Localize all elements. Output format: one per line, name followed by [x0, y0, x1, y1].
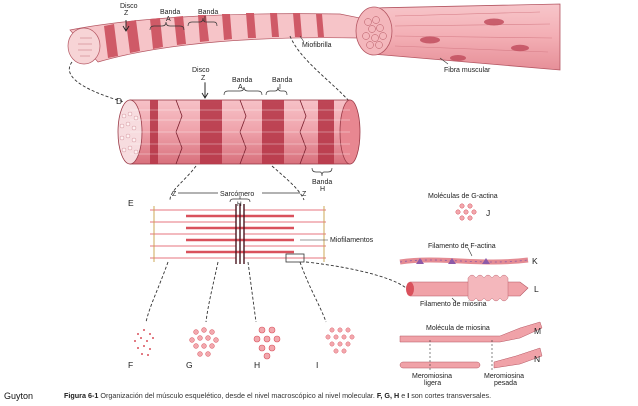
label-l: L — [534, 284, 539, 294]
cross-section-h — [253, 326, 281, 360]
label-g: G — [186, 360, 193, 370]
myosin-filament — [406, 274, 529, 302]
fibra-leader — [439, 57, 449, 65]
label-j: J — [486, 208, 490, 218]
label-z-e-right: Z — [302, 191, 307, 198]
label-miofilamentos: Miofilamentos — [330, 237, 374, 244]
label-f-actina: Filamento de F-actina — [428, 243, 496, 250]
zoom-connectors-d — [169, 165, 305, 201]
cross-section-i — [325, 327, 355, 354]
label-z-d: Z — [201, 75, 206, 82]
label-banda-i-d-2: I — [279, 84, 281, 91]
disco-arrow-top — [122, 20, 130, 32]
label-molecula-miosina: Molécula de miosina — [426, 325, 490, 332]
label-filamento-miosina: Filamento de miosina — [420, 301, 487, 308]
label-banda-a-top-1: Banda — [160, 9, 180, 16]
label-banda-a-d-2: A — [238, 84, 243, 91]
label-n: N — [534, 354, 540, 364]
muscle-fiber — [355, 3, 561, 71]
myosin-molecule — [399, 321, 543, 343]
filamento-miosina-leader — [451, 297, 457, 303]
label-meromiosina-pesada-1: Meromiosina — [484, 373, 524, 380]
label-m: M — [534, 326, 541, 336]
sarcomere-bracket — [178, 192, 300, 203]
label-i: I — [316, 360, 318, 370]
labels: Disco Z Banda A Banda I Miofibrilla Fibr… — [116, 3, 541, 387]
zoom-connectors-e — [145, 261, 409, 323]
myofibril-top — [67, 13, 361, 65]
label-z-e-left: Z — [172, 191, 177, 198]
credit-text: Guyton — [4, 391, 34, 401]
figure-caption: Figura 6-1 Organización del músculo esqu… — [64, 391, 624, 400]
label-f: F — [128, 360, 133, 370]
caption-bold-letter-i: I — [407, 391, 410, 400]
caption-bold-letters: F, G, H — [376, 391, 400, 400]
caption-text: Organización del músculo esquelético, de… — [98, 391, 377, 400]
label-h-cross: H — [254, 360, 260, 370]
sarcomere-filaments — [150, 204, 326, 264]
f-actin-filament — [399, 257, 529, 265]
label-fibra-muscular: Fibra muscular — [444, 67, 491, 74]
label-banda-h-2: H — [320, 186, 325, 193]
zoom-connectors-top — [69, 35, 351, 103]
label-banda-i-top-2: I — [204, 16, 206, 23]
label-disco-d: Disco — [192, 67, 210, 74]
label-banda-a-d-1: Banda — [232, 77, 252, 84]
cross-section-f — [134, 329, 154, 356]
meromyosins — [399, 347, 543, 369]
label-meromiosina-ligera-2: ligera — [424, 380, 441, 387]
label-h-e: H — [237, 201, 242, 208]
caption-mid: e — [399, 391, 408, 400]
meromyosin-leaders — [429, 340, 493, 370]
label-d: D — [116, 96, 122, 106]
f-actin-leader — [467, 247, 473, 257]
label-e: E — [128, 198, 134, 208]
label-z-top: Z — [124, 10, 129, 17]
label-disco-top: Disco — [120, 3, 138, 10]
caption-figure-number: Figura 6-1 — [64, 391, 99, 400]
band-brackets-top — [149, 17, 218, 31]
label-banda-i-d-1: Banda — [272, 77, 292, 84]
cross-section-g — [189, 327, 219, 357]
myofibril-cylinder — [117, 99, 361, 165]
label-sarcomero: Sarcómero — [220, 191, 254, 198]
disco-arrow-d — [201, 83, 209, 99]
label-k: K — [532, 256, 538, 266]
caption-end: son cortes transversales. — [409, 391, 492, 400]
label-g-actina: Moléculas de G-actina — [428, 193, 498, 200]
label-banda-a-top-2: A — [166, 16, 171, 23]
label-banda-h-1: Banda — [312, 179, 332, 186]
label-meromiosina-ligera-1: Meromiosina — [412, 373, 452, 380]
miofibrilla-leader — [299, 35, 305, 43]
label-banda-i-top-1: Banda — [198, 9, 218, 16]
label-miofibrilla: Miofibrilla — [302, 42, 332, 49]
label-meromiosina-pesada-2: pesada — [494, 380, 517, 387]
g-actin-molecules — [455, 203, 477, 221]
